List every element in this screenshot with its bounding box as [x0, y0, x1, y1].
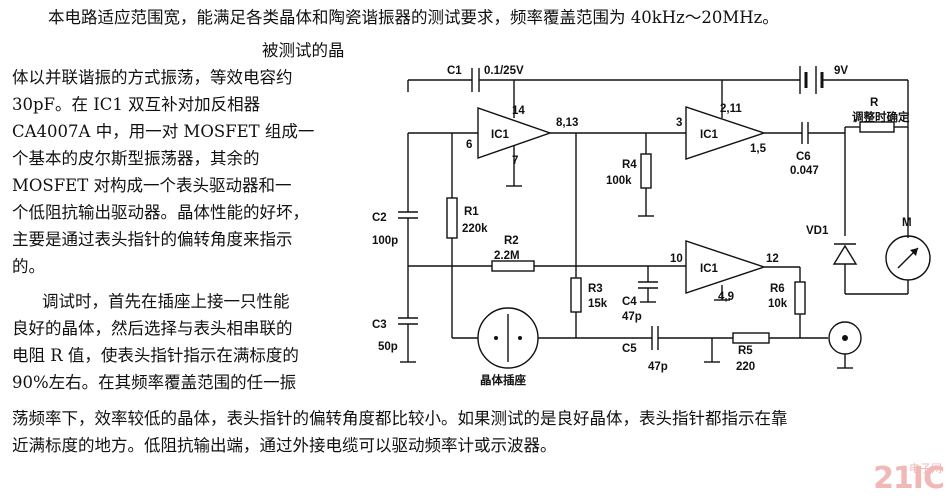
label-pin15: 1,5	[750, 143, 767, 155]
label-c2: C2	[372, 212, 387, 224]
label-c4: C4	[622, 296, 637, 308]
label-c5: C5	[622, 343, 637, 355]
text-line-2: 被测试的晶	[262, 41, 345, 60]
label-r-meter: R	[870, 97, 879, 109]
label-meter: M	[902, 217, 912, 229]
label-pin49: 4,9	[718, 291, 734, 303]
label-pin14: 14	[512, 105, 525, 117]
text-line-4: 30pF。在 IC1 双互补对加反相器	[12, 95, 261, 114]
label-c3: C3	[372, 319, 387, 331]
text-line-8: 个低阻抗输出驱动器。晶体性能的好坏，	[12, 203, 309, 222]
label-vd1: VD1	[806, 225, 829, 237]
text-line-13: 电阻 R 值，使表头指针指示在满标度的	[12, 346, 299, 365]
label-r5: R5	[738, 345, 753, 357]
label-c5-value: 47p	[648, 361, 668, 373]
label-r3-value: 15k	[588, 298, 608, 310]
label-pin211: 2,11	[720, 103, 742, 115]
label-r1: R1	[464, 206, 479, 218]
text-line-15: 荡频率下，效率较低的晶体，表头指针的偏转角度都比较小。如果测试的是良好晶体，表头…	[12, 409, 788, 428]
text-line-10: 的。	[12, 257, 45, 276]
watermark-sub: 电子网	[909, 462, 942, 475]
label-ic-top-right: IC1	[700, 129, 719, 141]
label-r4-value: 100k	[606, 175, 632, 187]
label-r1-value: 220k	[462, 223, 488, 235]
text-line-3: 体以并联谐振的方式振荡，等效电容约	[12, 68, 293, 87]
label-battery: 9V	[834, 65, 848, 77]
text-line-11: 调试时，首先在插座上接一只性能	[42, 292, 290, 311]
label-r6-value: 10k	[768, 298, 788, 310]
label-c1: C1	[447, 65, 462, 77]
label-c1-value: 0.1/25V	[484, 65, 524, 77]
label-pin813: 8,13	[556, 117, 578, 129]
label-pin7: 7	[512, 155, 518, 167]
label-c6: C6	[796, 151, 811, 163]
text-line-5: CA4007A 中，用一对 MOSFET 组成一	[12, 122, 315, 141]
text-line-7: MOSFET 对构成一个表头驱动器和一	[12, 176, 292, 195]
label-pin6: 6	[466, 139, 472, 151]
label-r2: R2	[504, 235, 519, 247]
text-line-12: 良好的晶体，然后选择与表头相串联的	[12, 319, 293, 338]
label-ic-top-left: IC1	[491, 129, 510, 141]
label-pin3: 3	[676, 117, 682, 129]
text-line-16: 近满标度的地方。低阻抗输出端，通过外接电缆可以驱动频率计或示波器。	[12, 436, 557, 455]
text-line-1: 本电路适应范围宽，能满足各类晶体和陶瓷谐振器的测试要求，频率覆盖范围为 40kH…	[48, 8, 779, 27]
label-r4: R4	[622, 159, 637, 171]
label-r6: R6	[770, 283, 785, 295]
watermark-logo: 21IC	[873, 461, 945, 496]
label-c3-value: 50p	[378, 341, 398, 353]
label-r2-value: 2.2M	[494, 250, 520, 262]
label-c6-value: 0.047	[790, 165, 819, 177]
label-socket: 晶体插座	[480, 373, 526, 387]
label-r-meter-note: 调整时确定	[852, 110, 910, 124]
text-line-6: 个基本的皮尔斯型振荡器，其余的	[12, 149, 260, 168]
label-r3: R3	[588, 283, 603, 295]
text-line-9: 主要是通过表头指针的偏转角度来指示	[12, 230, 293, 249]
label-pin10: 10	[670, 253, 683, 265]
text-line-14: 90%左右。在其频率覆盖范围的任一振	[12, 373, 297, 392]
label-r5-value: 220	[736, 361, 755, 373]
label-c2-value: 100p	[372, 235, 398, 247]
label-ic-bottom: IC1	[700, 263, 719, 275]
label-c4-value: 47p	[622, 311, 642, 323]
label-pin12: 12	[766, 253, 779, 265]
